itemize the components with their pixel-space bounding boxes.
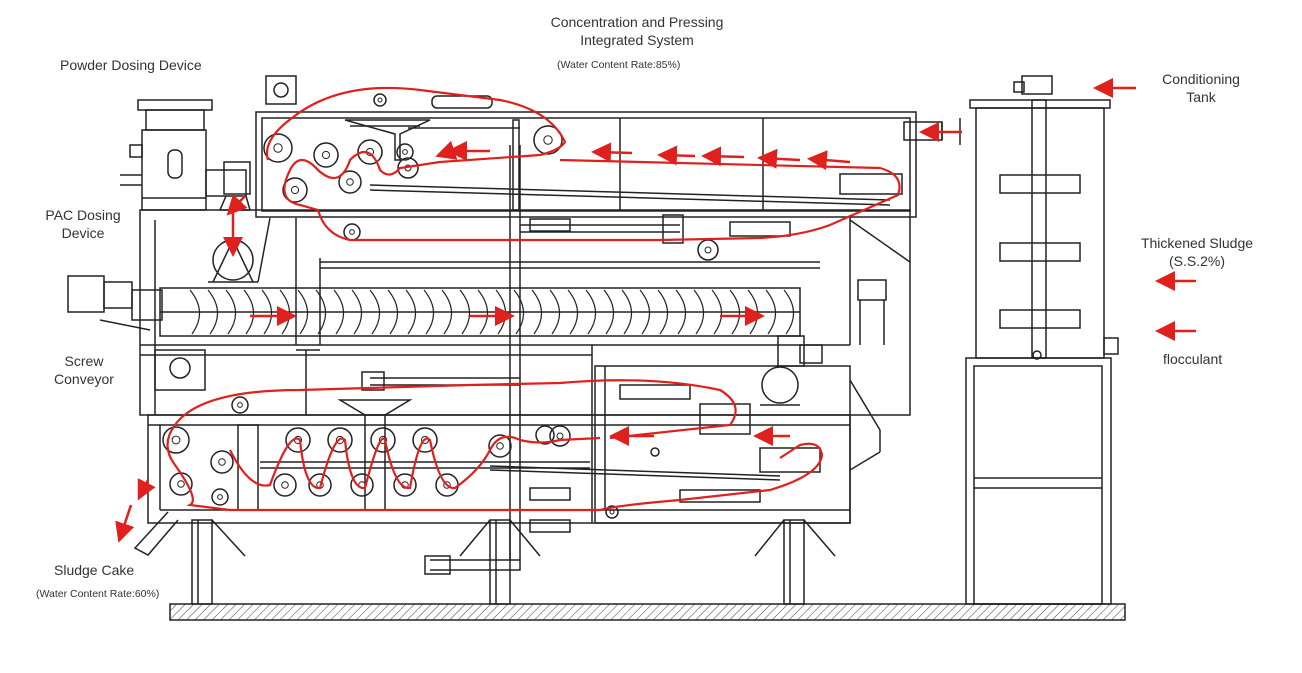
screw-line1: Screw (64, 353, 104, 369)
roller-4 (397, 157, 419, 179)
roller-hub-25 (496, 442, 504, 450)
label-screw-conveyor: Screw Conveyor (44, 352, 124, 388)
flow-arrow-8 (657, 145, 696, 166)
roller-5 (338, 170, 362, 194)
roller-hub-6 (290, 185, 300, 195)
label-sludge-cake: Sludge Cake (54, 562, 135, 578)
roller-23 (393, 473, 417, 497)
press-section-frame (147, 345, 881, 524)
conditioning-tank (965, 75, 1119, 605)
lower-filter-belt (166, 379, 824, 512)
powder-dosing-device (120, 99, 251, 211)
roller-8 (533, 125, 563, 155)
roller-13 (210, 450, 234, 474)
pac-line1: PAC Dosing (45, 207, 121, 223)
roller-28 (697, 239, 719, 261)
roller-hub-13 (218, 458, 226, 466)
roller-hub-11 (171, 435, 181, 445)
roller-2 (313, 142, 339, 168)
flow-arrow-20 (115, 504, 135, 543)
roller-9 (343, 223, 361, 241)
label-concentration-water-rate: (Water Content Rate:85%) (557, 59, 681, 71)
conditioning-line2: Tank (1186, 89, 1216, 106)
roller-17 (327, 427, 353, 453)
flow-arrow-19 (137, 478, 156, 501)
roller-20 (273, 473, 297, 497)
rollers (162, 93, 719, 519)
concentration-tank (255, 111, 961, 218)
roller-hub-14 (217, 494, 223, 500)
roller-19 (412, 427, 438, 453)
roller-16 (285, 427, 311, 453)
screw-conveyor (67, 275, 823, 406)
screw-line2: Conveyor (54, 371, 114, 388)
conditioning-line1: Conditioning (1162, 71, 1240, 87)
machine-legs (191, 519, 836, 605)
roller-hub-26 (556, 432, 564, 440)
pac-line2: Device (61, 225, 105, 242)
roller-22 (350, 473, 374, 497)
roller-hub-9 (349, 229, 355, 235)
flow-arrows (115, 78, 1196, 543)
pipes (361, 95, 684, 575)
roller-21 (308, 473, 332, 497)
concentration-line2: Integrated System (580, 32, 694, 49)
roller-hub-7 (402, 149, 408, 155)
roller-hub-1 (273, 143, 283, 153)
label-powder-dosing-device: Powder Dosing Device (60, 57, 202, 73)
flow-arrow-5 (807, 150, 851, 171)
roller-18 (370, 427, 396, 453)
motors (154, 75, 903, 533)
roller-hub-12 (177, 480, 185, 488)
roller-26 (549, 425, 571, 447)
label-conditioning-tank: Conditioning Tank (1146, 70, 1256, 106)
roller-11 (162, 426, 190, 454)
flow-arrow-6 (757, 148, 801, 169)
roller-hub-18 (378, 435, 388, 445)
sludge-discharge-chute (133, 399, 413, 556)
roller-15 (231, 396, 249, 414)
label-thickened-sludge: Thickened Sludge (S.S.2%) (1130, 234, 1264, 270)
roller-3 (357, 139, 383, 165)
flow-arrow-7 (701, 146, 745, 167)
roller-hub-8 (543, 135, 553, 145)
flow-arrow-11 (435, 140, 458, 160)
concentration-line1: Concentration and Pressing (550, 14, 724, 30)
roller-hub-15 (237, 402, 243, 408)
roller-25 (488, 434, 512, 458)
roller-14 (211, 488, 229, 506)
flow-arrow-12 (226, 194, 248, 216)
roller-7 (396, 143, 414, 161)
roller-hub-27 (609, 509, 615, 515)
label-pac-dosing-device: PAC Dosing Device (38, 206, 128, 242)
flow-arrow-9 (591, 142, 633, 163)
roller-10 (373, 93, 387, 107)
roller-12 (169, 472, 193, 496)
thickened-line1: Thickened Sludge (1140, 235, 1254, 251)
roller-hub-2 (321, 150, 331, 160)
pac-dosing-device (208, 217, 271, 283)
roller-6 (282, 177, 308, 203)
label-flocculant: flocculant (1163, 351, 1223, 367)
upper-filter-belt (265, 86, 901, 242)
roller-27 (605, 505, 619, 519)
label-concentration-system: Concentration and Pressing Integrated Sy… (530, 13, 744, 49)
roller-hub-24 (443, 481, 451, 489)
roller-1 (263, 133, 293, 163)
roller-hub-10 (377, 97, 383, 103)
label-sludge-cake-water-rate: (Water Content Rate:60%) (36, 588, 160, 600)
roller-hub-20 (281, 481, 289, 489)
roller-hub-5 (346, 178, 354, 186)
thickened-line2: (S.S.2%) (1168, 253, 1225, 270)
ground-base (169, 603, 1126, 621)
roller-hub-28 (704, 246, 712, 254)
